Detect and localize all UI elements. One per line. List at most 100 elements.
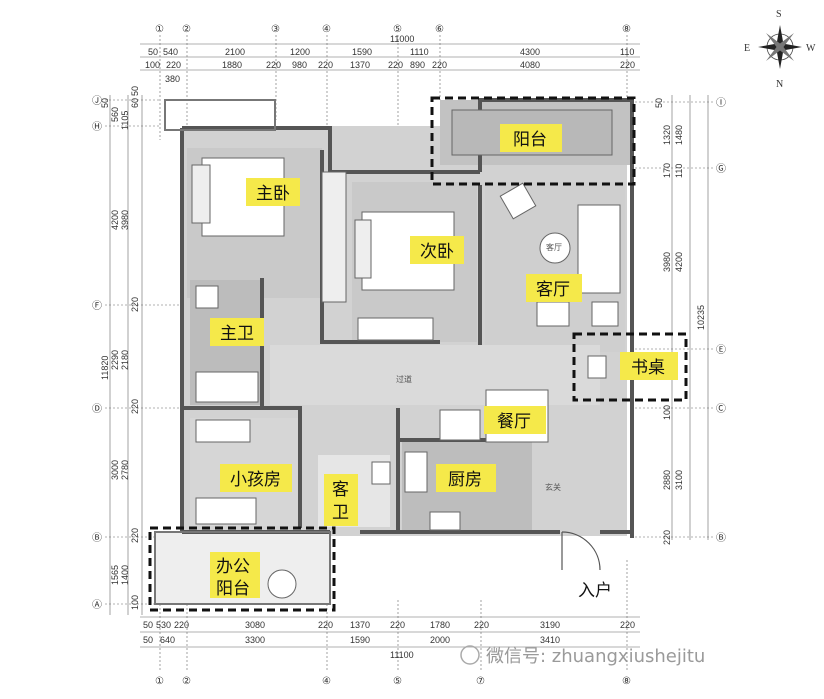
corridor-small-label: 过道 <box>396 374 412 384</box>
top-axis-2: ② <box>182 24 191 35</box>
top-axis-5: ⑤ <box>393 24 402 35</box>
watermark-text: 微信号: zhuangxiushejitu <box>486 646 705 667</box>
bottom-axis-7: ⑦ <box>476 676 485 687</box>
top-dim-2-9: 220 <box>432 60 447 70</box>
living-sofa <box>577 204 621 294</box>
left-axis-D: Ⓓ <box>92 403 102 415</box>
watermark: 微信号: zhuangxiushejitu <box>460 645 705 667</box>
left-axis-A: Ⓐ <box>92 599 102 611</box>
top-dim-2-6: 1370 <box>350 60 370 70</box>
wall-kids <box>182 406 302 528</box>
bottom-dim-1-10: 220 <box>620 620 635 630</box>
left-axis-H: Ⓗ <box>92 121 102 133</box>
top-dim-2-3: 220 <box>266 60 281 70</box>
bottom-axis-4: ④ <box>322 676 331 687</box>
study-desk-highlight <box>572 332 688 402</box>
right-dim-3: 170 <box>662 163 672 178</box>
right-dim-5: 3980 <box>662 252 672 272</box>
outer-balcony-walls <box>154 99 331 605</box>
kitchen-label: 厨房 <box>448 470 482 490</box>
bottom-dimensions: 50 530 220 3080 220 1370 220 1780 220 31… <box>143 620 635 660</box>
bathtub <box>195 371 259 403</box>
living-cabinet <box>591 301 619 327</box>
dining-room-label: 餐厅 <box>497 412 531 432</box>
stove <box>404 451 428 493</box>
compass-bottom: N <box>776 79 783 90</box>
bottom-dim-2-2: 3300 <box>245 635 265 645</box>
right-axis-G: Ⓖ <box>716 163 726 175</box>
bottom-dim-1-6: 220 <box>390 620 405 630</box>
bottom-dim-1-7: 1780 <box>430 620 450 630</box>
bottom-dim-1-2: 220 <box>174 620 189 630</box>
second-bedroom-badge <box>410 236 464 264</box>
left-dim-9: 2290 <box>110 350 120 370</box>
left-dim-13: 2780 <box>120 460 130 480</box>
bottom-dim-1-1: 530 <box>156 620 171 630</box>
study-chair <box>587 355 607 379</box>
entrance-door-swing <box>561 531 601 571</box>
study-desk-badge <box>620 352 678 380</box>
top-dim-3: 380 <box>165 74 180 84</box>
master-bed-headboard <box>191 164 211 224</box>
kitchen-badge <box>436 464 496 492</box>
bottom-dim-1-4: 220 <box>318 620 333 630</box>
entrance-door <box>561 531 601 571</box>
bottom-axis-5: ⑤ <box>393 676 402 687</box>
dining-room-badge <box>484 406 546 434</box>
top-dim-2-7: 220 <box>388 60 403 70</box>
top-axis-3: ③ <box>271 24 280 35</box>
living-side-table <box>536 301 570 327</box>
left-dim-0: 50 <box>100 98 110 108</box>
left-dim-11: 220 <box>130 399 140 414</box>
top-axis-6: ⑥ <box>435 24 444 35</box>
wall-top-left <box>182 126 480 174</box>
top-dim-2-0: 100 <box>145 60 160 70</box>
right-axis-I: Ⓘ <box>716 97 726 109</box>
highlight-boxes <box>148 96 688 612</box>
left-axis-F: Ⓕ <box>92 300 102 312</box>
right-dim-0: 50 <box>654 98 664 108</box>
wechat-icon <box>460 645 480 665</box>
left-dim-16: 1400 <box>120 565 130 585</box>
office-balcony-badge <box>210 552 260 598</box>
right-dim-11: 220 <box>662 530 672 545</box>
master-bedroom-badge <box>246 178 300 206</box>
top-dim-1-2: 2100 <box>225 47 245 57</box>
kids-desk <box>195 419 251 443</box>
right-dimensions: 50 1320 1480 170 110 3980 4200 10235 100… <box>654 98 706 545</box>
dimension-lines <box>105 35 715 672</box>
top-axis-8: ⑧ <box>622 24 631 35</box>
guest-bath-label-1: 客 <box>332 480 349 500</box>
left-dim-8: 11820 <box>100 356 110 380</box>
left-dim-3: 60 <box>130 98 140 108</box>
top-dim-2-11: 220 <box>620 60 635 70</box>
balcony-badge <box>500 124 562 152</box>
office-balcony-label-1: 办公 <box>216 557 250 577</box>
top-dim-1-4: 1590 <box>352 47 372 57</box>
second-bedroom-label: 次卧 <box>420 242 454 262</box>
study-desk-label: 书桌 <box>631 358 665 378</box>
kids-room-label: 小孩房 <box>230 470 281 490</box>
compass-right: W <box>806 43 816 54</box>
master-bath-badge <box>210 318 264 346</box>
left-dimensions: 50 560 1105 60 50 4200 3980 220 11820 22… <box>100 86 140 610</box>
left-dim-15: 1565 <box>110 565 120 585</box>
bottom-dim-1-9: 3190 <box>540 620 560 630</box>
left-dim-10: 2180 <box>120 350 130 370</box>
left-dim-14: 220 <box>130 528 140 543</box>
top-total-dim: 11000 <box>390 34 414 44</box>
coffee-table <box>539 232 571 264</box>
guest-bath-badge <box>324 474 358 526</box>
top-dim-2-8: 890 <box>410 60 425 70</box>
left-dim-6: 3980 <box>120 210 130 230</box>
bottom-dim-2-3: 1590 <box>350 635 370 645</box>
top-dim-1-0: 50 <box>148 47 158 57</box>
bottom-dim-1-8: 220 <box>474 620 489 630</box>
bottom-dim-2-0: 50 <box>143 635 153 645</box>
guest-toilet <box>371 461 391 485</box>
entrance-label: 入户 <box>578 581 612 601</box>
right-axis-E: Ⓔ <box>716 344 726 356</box>
office-balcony-highlight <box>148 526 336 612</box>
bottom-dim-1-5: 1370 <box>350 620 370 630</box>
left-dim-17: 100 <box>130 595 140 610</box>
